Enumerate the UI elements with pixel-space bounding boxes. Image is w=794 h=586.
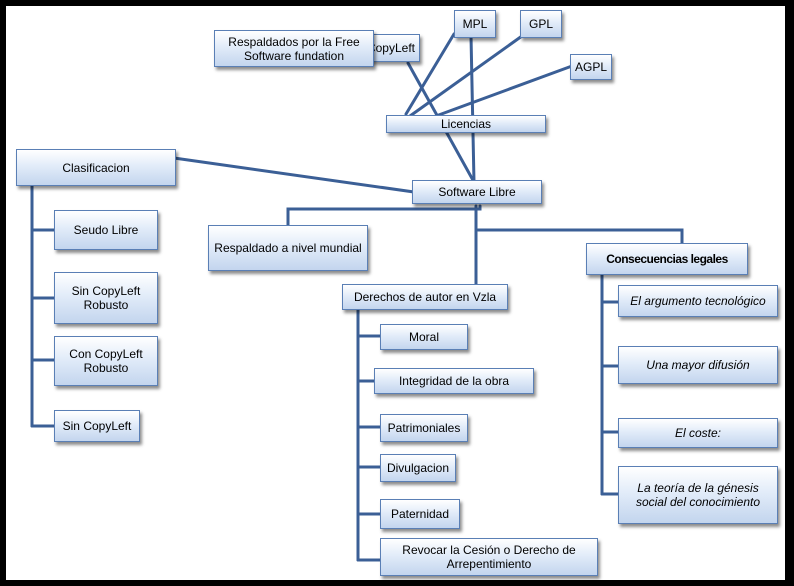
moral-label: Moral [408,330,439,344]
licencias-node: Licencias [386,115,546,133]
sin-copyleft-robusto-node: Sin CopyLeft Robusto [54,272,158,324]
paternidad-label: Paternidad [390,507,450,521]
con-copyleft-robusto-node: Con CopyLeft Robusto [54,336,158,386]
con-copyleft-robusto-label: Con CopyLeft Robusto [69,347,143,375]
consecuencias-node: Consecuencias legales [586,243,748,275]
gpl-label: GPL [528,17,553,31]
clasificacion-node: Clasificacion [16,149,176,186]
copyleft-label: CopyLeft [366,41,415,55]
sin-copyleft-node: Sin CopyLeft [54,410,140,442]
connector-gpl-software [469,34,476,184]
sin-copyleft-robusto-label: Sin CopyLeft Robusto [71,284,141,312]
sin-copyleft-label: Sin CopyLeft [62,419,132,433]
connector-software-consecuencias [476,228,684,245]
seudo-libre-label: Seudo Libre [73,223,139,237]
respaldados-fsf-node: Respaldados por la Free Software fundati… [214,30,374,67]
divulgacion-node: Divulgacion [380,454,456,482]
connector-mpl-licencias [404,32,456,116]
respaldados-fsf-label: Respaldados por la Free Software fundati… [228,34,360,63]
argumento-label: El argumento tecnológico [630,294,766,308]
patrimoniales-node: Patrimoniales [380,414,468,442]
moral-node: Moral [380,324,468,350]
respaldado-mundial-node: Respaldado a nivel mundial [208,225,368,271]
derechos-autor-label: Derechos de autor en Vzla [353,290,497,304]
paternidad-node: Paternidad [380,499,460,529]
clasificacion-label: Clasificacion [62,160,130,175]
mpl-label: MPL [462,17,488,31]
divulgacion-label: Divulgacion [386,461,450,475]
connector-agpl-licencias [434,64,574,118]
connector-software-respaldado [286,204,482,228]
difusion-node: Una mayor difusión [618,346,778,384]
integridad-node: Integridad de la obra [374,368,534,394]
diagram-canvas: CopyLeft Respaldados por la Free Softwar… [6,6,785,580]
teoria-node: La teoría de la génesis social del conoc… [618,466,778,524]
derechos-autor-node: Derechos de autor en Vzla [342,284,508,310]
integridad-label: Integridad de la obra [398,374,510,388]
connector-clasificacion-software [172,156,416,194]
connector-gpl-licencias [408,34,524,118]
argumento-node: El argumento tecnológico [618,285,778,317]
coste-node: El coste: [618,418,778,448]
software-libre-node: Software Libre [412,180,542,204]
seudo-libre-node: Seudo Libre [54,210,158,250]
licencias-label: Licencias [440,117,492,131]
revocar-label: Revocar la Cesión o Derecho de Arrepenti… [402,543,576,571]
revocar-node: Revocar la Cesión o Derecho de Arrepenti… [380,538,598,576]
difusion-label: Una mayor difusión [646,358,750,372]
teoria-label: La teoría de la génesis social del conoc… [635,481,761,509]
software-libre-label: Software Libre [438,185,516,199]
patrimoniales-label: Patrimoniales [387,421,461,435]
coste-label: El coste: [674,426,722,440]
respaldado-mundial-label: Respaldado a nivel mundial [214,241,362,255]
gpl-node: GPL [520,10,562,38]
connector-lines [30,32,684,562]
agpl-node: AGPL [570,54,612,80]
mpl-node: MPL [454,10,496,38]
agpl-label: AGPL [575,60,608,74]
consecuencias-label: Consecuencias legales [606,252,728,266]
